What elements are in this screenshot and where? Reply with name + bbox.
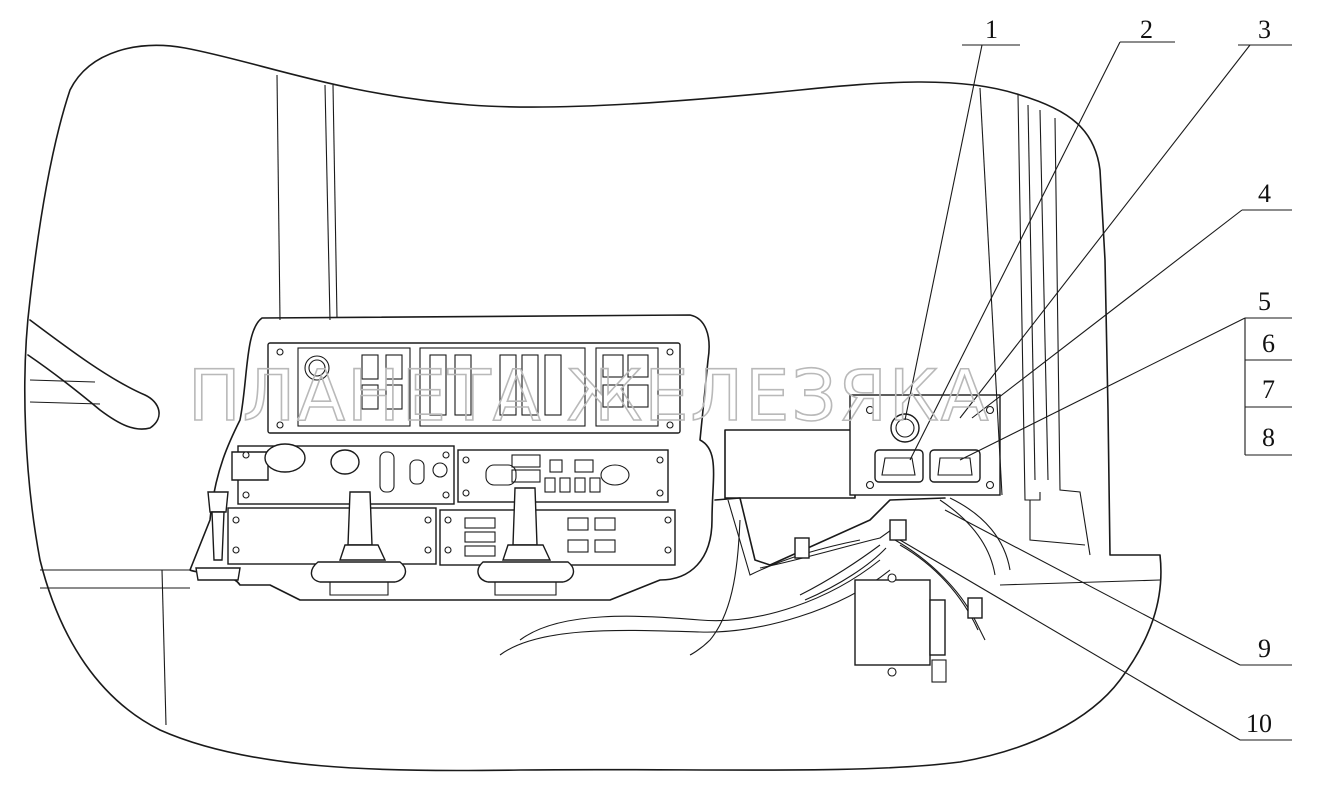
door-frame [979, 87, 1091, 556]
control-console [189, 314, 715, 601]
joystick-left [310, 491, 407, 596]
callout-8: 8 [1262, 423, 1275, 452]
callout-1: 1 [985, 15, 998, 44]
callout-7: 7 [1262, 375, 1275, 404]
callout-10: 10 [1246, 709, 1272, 738]
cutaway-outline [23, 44, 1162, 772]
callout-6: 6 [1262, 329, 1275, 358]
callout-3: 3 [1258, 15, 1271, 44]
callout-5: 5 [1258, 287, 1271, 316]
electrical-socket-panel [724, 394, 1001, 683]
gear-lever [195, 491, 241, 581]
joystick-right [477, 487, 575, 596]
callout-9: 9 [1258, 634, 1271, 663]
watermark-text: ПЛАНЕТА ЖЕЛЕЗЯКА [188, 355, 991, 437]
steering-wheel-part [27, 319, 160, 430]
cab-pillars [161, 74, 338, 726]
leader-lines [899, 41, 1292, 741]
callout-2: 2 [1140, 15, 1153, 44]
callout-4: 4 [1258, 179, 1271, 208]
